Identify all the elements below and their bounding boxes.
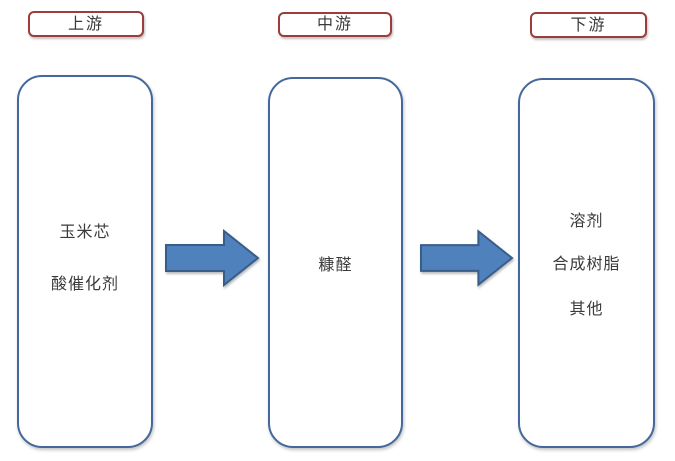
stage-label-downstream: 下游 — [530, 12, 647, 38]
downstream-item: 其他 — [569, 301, 604, 318]
downstream-item: 合成树脂 — [552, 256, 621, 273]
midstream-box: 糠醛 — [268, 77, 403, 448]
downstream-box: 溶剂 合成树脂 其他 — [518, 78, 655, 448]
downstream-item: 溶剂 — [569, 213, 604, 230]
upstream-box: 玉米芯 酸催化剂 — [17, 75, 153, 448]
midstream-item: 糠醛 — [318, 257, 353, 274]
arrow-right-icon — [165, 229, 260, 287]
stage-label-midstream: 中游 — [278, 12, 392, 37]
stage-label-upstream: 上游 — [28, 11, 144, 37]
upstream-item: 酸催化剂 — [50, 276, 119, 293]
upstream-item: 玉米芯 — [59, 224, 111, 241]
arrow-right-icon — [419, 229, 514, 287]
